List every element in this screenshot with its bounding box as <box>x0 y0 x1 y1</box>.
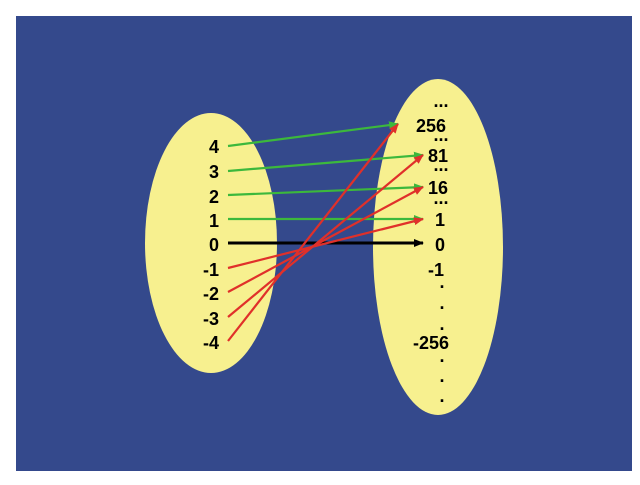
domain-element: -3 <box>203 309 219 329</box>
codomain-element: -1 <box>428 260 444 280</box>
codomain-element: 0 <box>435 235 445 255</box>
codomain-element: 1 <box>435 210 445 230</box>
codomain-ellipsis: ... <box>433 188 448 208</box>
domain-element: 2 <box>209 187 219 207</box>
domain-set-oval <box>145 113 277 373</box>
domain-element: -4 <box>203 333 219 353</box>
codomain-ellipsis: ... <box>433 91 448 111</box>
negative-mapping-arrow <box>227 123 399 342</box>
domain-labels: 4 3 2 1 0 -1 -2 -3 -4 <box>203 137 219 353</box>
codomain-ellipsis: ... <box>433 155 448 175</box>
mapping-arrows <box>227 121 424 342</box>
codomain-dot: . <box>439 272 444 292</box>
domain-element: 3 <box>209 162 219 182</box>
positive-mapping-arrow <box>227 121 399 148</box>
positive-mapping-arrow <box>227 183 424 197</box>
codomain-element: 16 <box>428 178 448 198</box>
codomain-dot: . <box>439 366 444 386</box>
codomain-set-oval <box>373 79 503 415</box>
positive-mapping-arrow <box>227 151 424 173</box>
negative-mapping-arrow <box>227 186 424 293</box>
negative-mapping-arrow <box>227 217 424 270</box>
codomain-element: 81 <box>428 146 448 166</box>
codomain-ellipsis: ... <box>433 125 448 145</box>
codomain-element: 256 <box>416 116 446 136</box>
domain-element: 4 <box>209 137 219 157</box>
codomain-dot: . <box>439 386 444 406</box>
domain-element: 0 <box>209 235 219 255</box>
domain-element: 1 <box>209 211 219 231</box>
codomain-labels: ... 256 ... 81 ... 16 ... 1 0 -1 . . . -… <box>413 91 449 406</box>
negative-mapping-arrow <box>227 154 424 318</box>
domain-element: -1 <box>203 260 219 280</box>
codomain-dot: . <box>439 293 444 313</box>
codomain-dot: . <box>439 346 444 366</box>
domain-element: -2 <box>203 284 219 304</box>
codomain-dot: . <box>439 314 444 334</box>
codomain-element: -256 <box>413 333 449 353</box>
